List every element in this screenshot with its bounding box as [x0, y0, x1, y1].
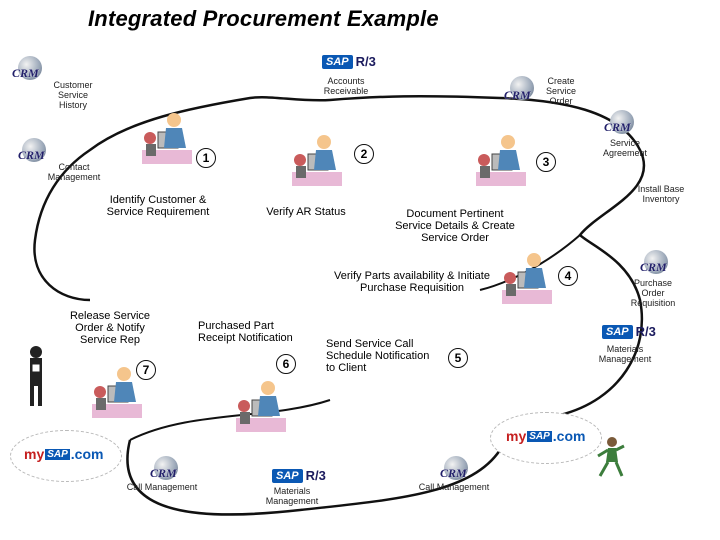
customer-service-history-label: Customer Service History: [53, 80, 93, 110]
service-rep-figure-icon: [30, 346, 42, 406]
crm-logo: CRM: [12, 66, 39, 80]
office-worker-icon: [292, 135, 342, 186]
step-7-text: Release Service Order & Notify Service R…: [69, 310, 151, 346]
call-management-label: Call Management: [126, 482, 198, 492]
step-3-text: Document Pertinent Service Details & Cre…: [395, 208, 515, 244]
running-man-icon: [597, 437, 625, 477]
office-worker-icon: [476, 135, 526, 186]
sap-logo-icon: SAP: [602, 324, 633, 339]
step-2-text: Verify AR Status: [266, 206, 346, 218]
step-number-3: 3: [536, 152, 556, 172]
accounts-receivable-label: Accounts Receivable: [323, 76, 369, 96]
step-number-5: 5: [448, 348, 468, 368]
crm-globe-icon: [154, 456, 178, 480]
page-title: Integrated Procurement Example: [88, 6, 439, 31]
purchase-order-requisition-label: Purchase Order Requisition: [630, 278, 676, 308]
install-base-inventory-label: Install Base Inventory: [637, 184, 685, 204]
crm-globe-icon: [18, 56, 42, 80]
materials-management-label: Materials Management: [265, 486, 319, 506]
crm-logo: CRM: [504, 88, 531, 102]
r3-label: R/3: [635, 324, 656, 339]
step-1-text: Identify Customer & Service Requirement: [106, 194, 210, 218]
service-agreement-label: Service Agreement: [602, 138, 648, 158]
sap-logo-icon: SAP: [272, 468, 303, 483]
step-number-4: 4: [558, 266, 578, 286]
r3-label: R/3: [355, 54, 376, 69]
crm-logo: CRM: [604, 120, 631, 134]
step-number-6: 6: [276, 354, 296, 374]
crm-globe-icon: [22, 138, 46, 162]
office-worker-icon: [236, 381, 286, 432]
step-number-1: 1: [196, 148, 216, 168]
crm-globe-icon: [444, 456, 468, 480]
step-number-2: 2: [354, 144, 374, 164]
office-worker-icon: [142, 113, 192, 164]
step-number-7: 7: [136, 360, 156, 380]
crm-globe-icon: [644, 250, 668, 274]
contact-management-label: Contact Management: [47, 162, 101, 182]
step-5-text: Send Service Call Schedule Notification …: [326, 338, 430, 374]
call-management-label: Call Management: [418, 482, 490, 492]
create-service-order-label: Create Service Order: [545, 76, 576, 106]
step-6-text: Purchased Part Receipt Notification: [198, 320, 293, 344]
materials-management-label: Materials Management: [598, 344, 652, 364]
crm-logo: CRM: [440, 466, 467, 480]
crm-logo: CRM: [18, 148, 45, 162]
crm-logo: CRM: [640, 260, 667, 274]
office-worker-icon: [92, 367, 142, 418]
sap-r3-logo: SAP R/3: [322, 54, 376, 69]
sap-logo-icon: SAP: [322, 54, 353, 69]
r3-label: R/3: [305, 468, 326, 483]
crm-logo: CRM: [150, 466, 177, 480]
sap-r3-logo: SAP R/3: [272, 468, 326, 483]
office-worker-icon: [502, 253, 552, 304]
crm-globe-icon: [510, 76, 534, 100]
sap-r3-logo: SAP R/3: [602, 324, 656, 339]
crm-globe-icon: [610, 110, 634, 134]
step-4-text: Verify Parts availability & Initiate Pur…: [334, 270, 490, 294]
